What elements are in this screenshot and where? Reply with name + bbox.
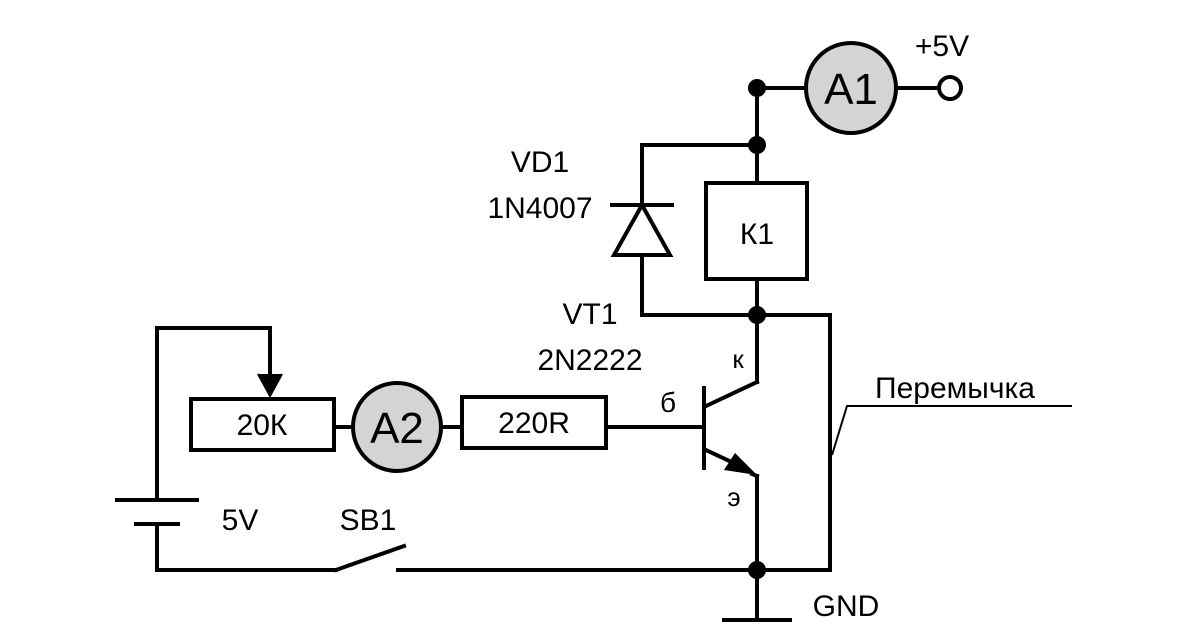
ammeter-a1 <box>804 41 898 135</box>
relay-label: К1 <box>740 218 774 251</box>
resistor-220r <box>460 395 608 450</box>
base-label: б <box>660 387 676 418</box>
emitter-arrow <box>724 453 757 475</box>
potentiometer-label: 20К <box>237 409 288 442</box>
ground-label: GND <box>813 590 880 623</box>
junction-dot-top <box>748 79 766 97</box>
wire-wiper <box>155 326 272 502</box>
wire-jumper <box>755 313 832 572</box>
transistor-ref-label: VT1 <box>562 298 617 331</box>
diode-ref-label: VD1 <box>511 146 569 179</box>
relay-coil-k1 <box>704 181 809 281</box>
supply-plus-label: +5V <box>915 30 969 63</box>
ammeter-a2-label: A2 <box>370 404 424 453</box>
transistor-part-label: 2N2222 <box>537 344 642 377</box>
ammeter-a1-label: A1 <box>824 65 878 114</box>
diode-vd1 <box>610 200 674 257</box>
battery-label: 5V <box>222 504 259 537</box>
jumper-leader-line <box>831 405 1072 456</box>
transistor-collector-lead <box>703 379 760 409</box>
diode-part-label: 1N4007 <box>487 192 592 225</box>
collector-label: к <box>732 344 744 374</box>
switch-label: SB1 <box>340 504 397 537</box>
resistor-label: 220R <box>498 407 570 440</box>
emitter-label: э <box>727 482 740 512</box>
jumper-label: Перемычка <box>875 372 1035 405</box>
wiper-arrow-outline <box>257 373 283 399</box>
wiper-arrow <box>258 374 282 396</box>
potentiometer-20k <box>189 397 336 452</box>
supply-terminal <box>937 75 963 101</box>
switch-sb1-blade <box>333 543 407 573</box>
